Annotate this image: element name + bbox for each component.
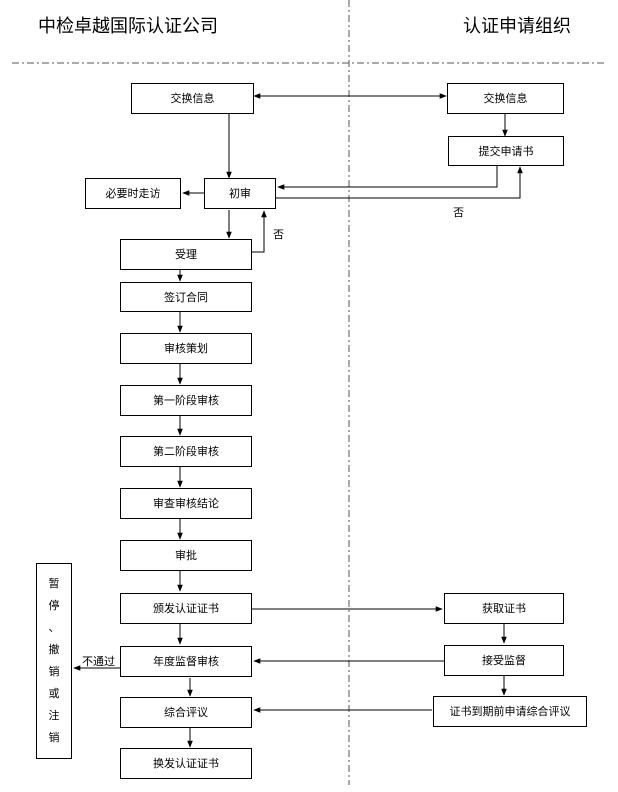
sign-contract-box: 签订合同 (120, 282, 252, 312)
issue-certificate-box: 颁发认证证书 (120, 593, 252, 624)
reissue-certificate-box: 换发认证证书 (120, 748, 252, 779)
stage2-audit-box: 第二阶段审核 (120, 436, 252, 467)
expiry-application-box: 证书到期前申请综合评议 (433, 696, 587, 727)
arrow-review-reject (254, 166, 523, 199)
suspend-revoke-box: 暂 停 、 撤 销 或 注 销 (36, 563, 72, 759)
suspend-char: 暂 (48, 577, 60, 590)
audit-planning-box: 审核策划 (120, 333, 252, 364)
suspend-char: 停 (48, 599, 60, 612)
submit-application-box: 提交申请书 (448, 136, 564, 166)
visit-box: 必要时走访 (85, 178, 181, 209)
obtain-certificate-box: 获取证书 (444, 593, 564, 624)
approval-box: 审批 (120, 540, 252, 571)
acceptance-box: 受理 (120, 239, 252, 270)
exchange-info-right-box: 交换信息 (447, 83, 564, 114)
annual-surveillance-box: 年度监督审核 (120, 646, 252, 677)
suspend-char: 或 (48, 687, 60, 700)
preliminary-review-box: 初审 (204, 178, 276, 209)
arrow-submit-to-review (277, 166, 498, 190)
org-title-right: 认证申请组织 (463, 16, 571, 37)
reject-label-right: 否 (453, 206, 464, 219)
exchange-info-left-box: 交换信息 (131, 83, 254, 114)
arrow-accept-back (252, 210, 267, 253)
suspend-char: 注 (48, 709, 60, 722)
stage1-audit-box: 第一阶段审核 (120, 385, 252, 416)
suspend-char: 撤 (48, 643, 60, 656)
org-title-left: 中检卓越国际认证公司 (38, 16, 218, 37)
reject-label-left: 否 (273, 228, 284, 241)
suspend-char: 、 (48, 621, 60, 634)
suspend-char: 销 (48, 731, 60, 744)
comprehensive-evaluation-box: 综合评议 (120, 697, 252, 728)
review-conclusion-box: 审查审核结论 (120, 488, 252, 519)
accept-surveillance-box: 接受监督 (444, 645, 564, 676)
failed-label: 不通过 (82, 655, 115, 668)
suspend-char: 销 (48, 665, 60, 678)
